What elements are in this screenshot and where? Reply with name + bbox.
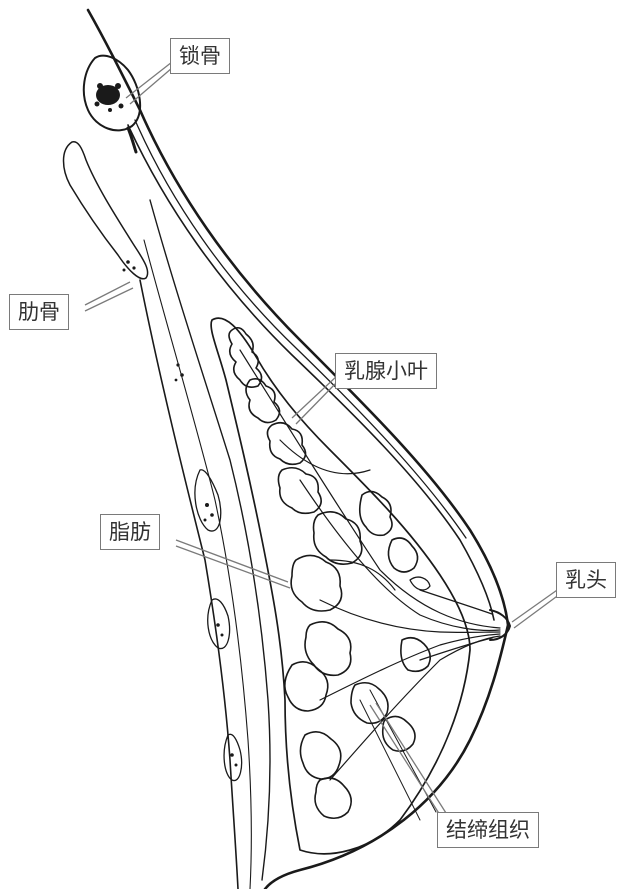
label-clavicle: 锁骨 [170, 38, 230, 74]
label-rib: 肋骨 [9, 294, 69, 330]
leader-fat-2 [176, 546, 290, 588]
leader-clavicle [126, 62, 172, 98]
leader-nipple [512, 588, 560, 622]
skin-outline [88, 10, 508, 889]
clavicle-marrow [95, 83, 124, 112]
rib-upper [64, 142, 148, 279]
rib-lower-3 [224, 734, 241, 780]
label-connective: 结缔组织 [437, 812, 539, 848]
leader-lobules-2 [296, 381, 338, 424]
leader-nipple-2 [514, 594, 560, 628]
leader-fat [176, 540, 288, 582]
sinus-bulb [410, 577, 430, 590]
rib-lower [195, 470, 221, 531]
label-fat: 脂肪 [100, 514, 160, 550]
label-nipple: 乳头 [556, 562, 616, 598]
label-lobules: 乳腺小叶 [335, 353, 437, 389]
chest-wall-middle [144, 240, 251, 889]
leader-lobules [292, 375, 338, 418]
leader-connective-2 [376, 703, 446, 813]
leader-rib [85, 282, 130, 305]
skin-inner-layer [128, 125, 494, 620]
leader-connective [370, 705, 440, 815]
leader-rib-2 [85, 288, 133, 311]
